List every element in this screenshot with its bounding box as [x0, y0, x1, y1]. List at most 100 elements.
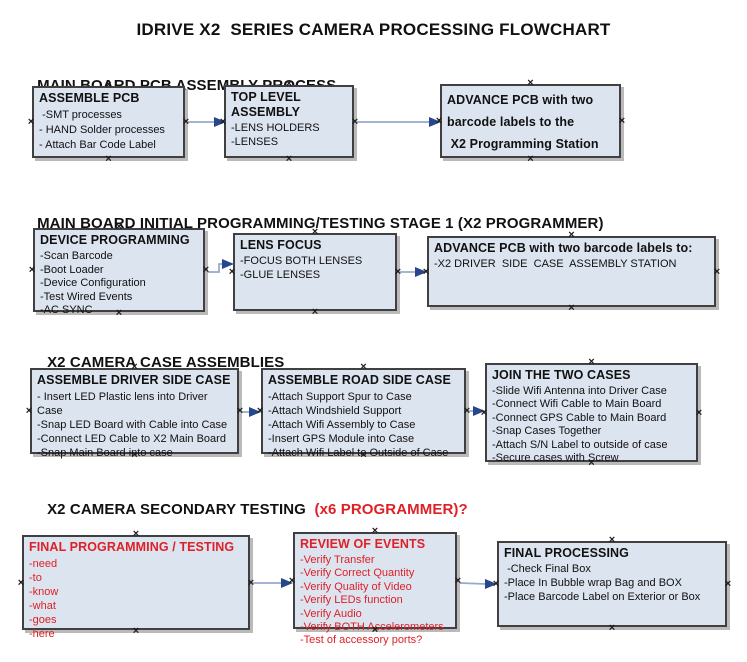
box-item: -X2 DRIVER SIDE CASE ASSEMBLY STATION [434, 258, 677, 270]
connector-handle-icon: × [435, 115, 443, 127]
box-item: -Snap LED Board with Cable into Case [37, 419, 228, 431]
flow-box-final-processing: FINAL PROCESSING -Check Final Box -Place… [493, 535, 731, 634]
box-item: - Insert LED Plastic lens into Driver Ca… [37, 391, 211, 417]
box-item: -Place Barcode Label on Exterior or Box [504, 590, 701, 603]
box-title: DEVICE PROGRAMMING [40, 233, 190, 247]
box-item: -Slide Wifi Antenna into Driver Case [492, 385, 667, 397]
box-item: -LENSES [231, 135, 279, 148]
connector-arrow [242, 407, 261, 417]
box-item: -Attach Support Spur to Case [268, 391, 412, 403]
connector-arrow [357, 117, 441, 127]
box-title: FINAL PROGRAMMING / TESTING [29, 540, 235, 554]
connector-handle-icon: × [608, 534, 616, 546]
connector-handle-icon: × [28, 264, 36, 276]
box-item: -here [29, 628, 55, 640]
box-item: -Test Wired Events [40, 290, 133, 303]
connector-handle-icon: × [568, 302, 575, 314]
connector-handle-icon: × [527, 77, 534, 89]
connector-handle-icon: × [105, 153, 112, 165]
box-item: -Verify Quality of Video [300, 580, 412, 593]
connector-handle-icon: × [311, 306, 319, 318]
box-item: -Snap Cases Together [492, 425, 602, 438]
box-item: -Insert GPS Module into Case [268, 433, 415, 445]
connector-handle-icon: × [618, 115, 626, 127]
box-item: -Attach Windshield Support [268, 405, 402, 417]
box-title: ADVANCE PCB with two barcode labels to t… [447, 93, 599, 151]
box-item: -Attach S/N Label to outside of case [492, 438, 668, 451]
box-item: -Verify Transfer [300, 554, 375, 566]
box-item: -Verify Correct Quantity [300, 567, 415, 580]
section-heading-red-suffix: (x6 PROGRAMMER)? [314, 501, 468, 518]
connector-handle-icon: × [247, 576, 255, 589]
connector-handle-icon: × [17, 576, 25, 589]
connector-arrow [208, 259, 234, 273]
connector-arrow [400, 267, 427, 277]
box-item: -Device Configuration [40, 277, 146, 290]
box-item: -Secure cases with Screw [492, 452, 619, 465]
connector-handle-icon: × [351, 115, 359, 128]
box-item: -goes [29, 614, 57, 626]
box-title: ASSEMBLE ROAD SIDE CASE [268, 373, 451, 387]
flow-box-assemble-driver-side-case: ASSEMBLE DRIVER SIDE CASE - Insert LED P… [26, 362, 243, 461]
box-item: -GLUE LENSES [240, 268, 321, 281]
box-title: ASSEMBLE PCB [39, 91, 140, 105]
box-item: -AC SYNC [40, 304, 93, 317]
flow-box-final-programming-testing: FINAL PROGRAMMING / TESTING -need -to -k… [18, 529, 254, 641]
connector-handle-icon: × [288, 574, 296, 587]
box-item: -Verify Audio [300, 607, 362, 620]
section-heading-secondary-testing: X2 CAMERA SECONDARY TESTING (x6 PROGRAMM… [30, 484, 468, 535]
connector-handle-icon: × [394, 266, 402, 278]
box-item: -Connect Wifi Cable to Main Board [492, 398, 662, 411]
section-heading-text: MAIN BOARD INITIAL PROGRAMMING/TESTING S… [37, 215, 604, 232]
box-item: -Attach Wifi Assembly to Case [268, 419, 416, 431]
box-title: LENS FOCUS [240, 238, 322, 252]
box-item: -know [29, 586, 59, 598]
connector-handle-icon: × [480, 406, 488, 419]
flow-box-top-level-assembly: TOP LEVEL ASSEMBLY -LENS HOLDERS -LENSES… [220, 79, 358, 165]
connector-handle-icon: × [202, 264, 210, 276]
section-heading-text: X2 CAMERA SECONDARY TESTING [47, 501, 315, 518]
connector-handle-icon: × [454, 574, 462, 587]
box-item: -Verify LEDs function [300, 594, 403, 607]
section-heading-initial-programming: MAIN BOARD INITIAL PROGRAMMING/TESTING S… [20, 198, 604, 249]
page-title: IDRIVE X2 SERIES CAMERA PROCESSING FLOWC… [136, 20, 611, 39]
connector-handle-icon: × [256, 405, 264, 417]
box-title: ASSEMBLE DRIVER SIDE CASE [37, 373, 231, 387]
connector-handle-icon: × [422, 265, 430, 278]
box-item-overflow: -Test of accessory ports? [300, 634, 423, 647]
connector-arrow [188, 117, 226, 127]
box-item: -Connect GPS Cable to Main Board [492, 411, 667, 424]
connector-arrow [468, 406, 485, 416]
flow-box-advance-to-driver-side-station: ADVANCE PCB with two barcode labels to: … [423, 230, 720, 314]
box-item: -Attach Wifi Label to Outside of Case [268, 447, 449, 459]
box-item: -SMT processes [39, 109, 122, 121]
box-item: - Attach Bar Code Label [39, 139, 156, 151]
box-item: -FOCUS BOTH LENSES [240, 255, 363, 267]
box-item: -LENS HOLDERS [231, 122, 320, 134]
box-item: -Verify BOTH Accelerometers [300, 621, 444, 634]
connector-handle-icon: × [285, 153, 293, 165]
box-item: -Scan Barcode [40, 250, 113, 262]
connector-handle-icon: × [25, 405, 33, 417]
connector-handle-icon: × [236, 405, 244, 417]
box-item: -to [29, 572, 42, 584]
flow-box-lens-focus: LENS FOCUS -FOCUS BOTH LENSES -GLUE LENS… [229, 227, 401, 318]
box-title: JOIN THE TWO CASES [492, 368, 631, 382]
box-item: -Boot Loader [40, 263, 104, 276]
flow-box-assemble-road-side-case: ASSEMBLE ROAD SIDE CASE -Attach Support … [257, 362, 470, 461]
box-title: TOP LEVEL ASSEMBLY [231, 90, 304, 119]
connector-handle-icon: × [713, 265, 721, 278]
connector-handle-icon: × [588, 356, 595, 368]
flow-box-assemble-pcb: ASSEMBLE PCB -SMT processes - HAND Solde… [28, 80, 189, 165]
box-item: -Connect LED Cable to X2 Main Board [37, 433, 226, 445]
connector-handle-icon: × [360, 361, 367, 373]
connector-handle-icon: × [724, 578, 732, 590]
connector-handle-icon: × [695, 406, 703, 419]
box-item: -Snap Main Board into case [37, 447, 173, 459]
box-title: ADVANCE PCB with two barcode labels to: [434, 241, 693, 255]
section-heading-case-assemblies: X2 CAMERA CASE ASSEMBLIES [30, 337, 284, 388]
box-item: -Check Final Box [504, 563, 591, 575]
connector-handle-icon: × [608, 622, 616, 634]
box-item: -what [29, 600, 56, 612]
